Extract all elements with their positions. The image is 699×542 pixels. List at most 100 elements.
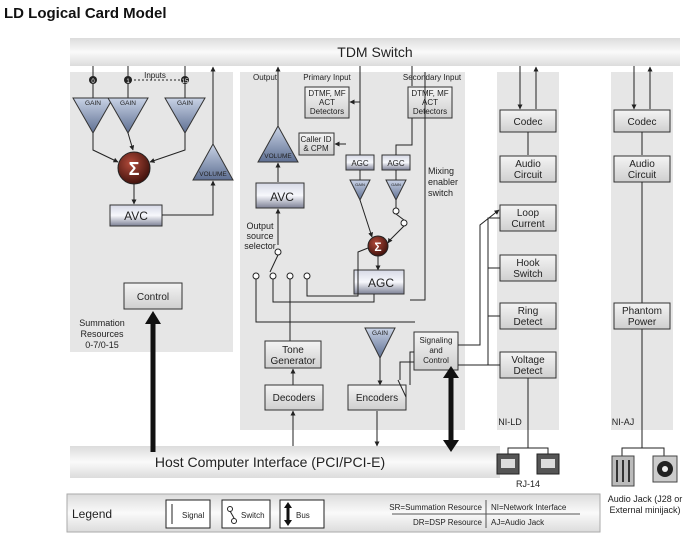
summation-resources-line2: Resources: [80, 329, 124, 339]
signaling-line3: Control: [423, 356, 449, 365]
avc-label: AVC: [270, 190, 294, 204]
volume-icon: [257, 124, 299, 163]
primary-input-label: Primary Input: [303, 73, 351, 82]
voltage-detect-line2: Detect: [514, 366, 543, 377]
input-number-0: 0: [91, 79, 95, 85]
audio-jack-line2: External minijack): [609, 505, 680, 515]
codec-label: Codec: [628, 117, 657, 128]
legend-label: Legend: [72, 507, 112, 521]
summation-section: Inputs 0 1 15 GAIN GAIN GAIN Σ AVC VOLUM…: [72, 66, 234, 452]
audio-jack-line1: Audio Jack (J28 or: [608, 494, 683, 504]
ni-aj-audio-circuit-block: [613, 155, 671, 183]
sigma-symbol: Σ: [129, 159, 140, 179]
gain-icon: [364, 327, 396, 360]
caller-id-block: [298, 132, 335, 156]
hook-switch-line1: Hook: [516, 258, 540, 269]
legend-signal: Signal: [182, 511, 204, 520]
page-title: LD Logical Card Model: [4, 5, 167, 22]
host-interface-label: Host Computer Interface (PCI/PCI-E): [155, 454, 385, 470]
volume-label: VOLUME: [199, 171, 227, 178]
dsp-agc-block: [353, 269, 405, 295]
signaling-control-block: [413, 331, 459, 371]
gain-icon: [107, 97, 149, 135]
output-selector-switch: [274, 248, 282, 256]
tdm-switch-bar: [70, 38, 680, 66]
audio-circuit-line2: Circuit: [628, 170, 657, 181]
mixing-switch: [392, 207, 400, 215]
decoders-label: Decoders: [273, 393, 316, 404]
caller-id-line2: & CPM: [303, 144, 329, 153]
summation-resources-line1: Summation: [79, 318, 125, 328]
gain-icon: [72, 97, 114, 135]
dtmf-line3: Detectors: [413, 107, 447, 116]
audio-circuit-line1: Audio: [515, 159, 541, 170]
gain-label: GAIN: [355, 182, 365, 187]
mixing-label-line3: switch: [428, 188, 453, 198]
control-label: Control: [137, 292, 169, 303]
avc-label: AVC: [124, 209, 148, 223]
legend-ni: NI=Network Interface: [491, 503, 567, 512]
phantom-power-block: [613, 302, 671, 330]
dsp-avc-block: [255, 182, 305, 209]
selector-label-line2: source: [246, 231, 273, 241]
dtmf-line2: ACT: [319, 98, 335, 107]
volume-label: VOLUME: [264, 153, 292, 160]
ni-ld-label: NI-LD: [498, 417, 522, 427]
tone-generator-line2: Generator: [270, 356, 316, 367]
summation-control-block: [123, 282, 183, 310]
secondary-dtmf-detectors-block: [407, 86, 453, 119]
ni-ld-audio-circuit-block: [499, 155, 557, 183]
gain-label: GAIN: [372, 330, 388, 337]
inputs-label: Inputs: [144, 71, 166, 80]
tone-generator-block: [264, 340, 322, 369]
encoders-label: Encoders: [356, 393, 398, 404]
ring-detect-block: [499, 302, 557, 330]
output-label: Output: [253, 73, 278, 82]
ni-aj-label: NI-AJ: [612, 417, 635, 427]
hook-switch-line2: Switch: [513, 269, 542, 280]
agc-label: AGC: [387, 159, 405, 168]
legend-sr: SR=Summation Resource: [389, 503, 482, 512]
dtmf-line1: DTMF, MF: [308, 89, 345, 98]
selector-label-line3: selector: [244, 241, 276, 251]
agc-label: AGC: [368, 276, 394, 290]
tdm-switch-label: TDM Switch: [337, 44, 412, 60]
gain-label: GAIN: [177, 100, 193, 107]
gain-label: GAIN: [120, 100, 136, 107]
agc-label: AGC: [351, 159, 369, 168]
secondary-input-label: Secondary Input: [403, 73, 462, 82]
mixing-label-line1: Mixing: [428, 166, 454, 176]
signaling-line2: and: [429, 346, 442, 355]
host-interface-bar: [70, 446, 500, 478]
codec-label: Codec: [514, 117, 543, 128]
gain-icon: [164, 97, 206, 135]
gain-label: GAIN: [85, 100, 101, 107]
sigma-symbol: Σ: [374, 240, 381, 254]
audio-circuit-line2: Circuit: [514, 170, 543, 181]
dsp-section: Output Primary Input Secondary Input DTM…: [244, 66, 462, 452]
volume-icon: [192, 142, 234, 181]
mixing-label-line2: enabler: [428, 177, 458, 187]
ring-detect-line1: Ring: [518, 306, 539, 317]
loop-current-line1: Loop: [517, 208, 540, 219]
ring-detect-line2: Detect: [514, 317, 543, 328]
summation-resources-line3: 0-7/0-15: [85, 340, 119, 350]
dtmf-line3: Detectors: [310, 107, 344, 116]
legend-switch: Switch: [241, 511, 265, 520]
voltage-detect-line1: Voltage: [511, 355, 545, 366]
tone-generator-line1: Tone: [282, 345, 304, 356]
dsp-panel: [240, 72, 465, 430]
phantom-power-line2: Power: [628, 317, 657, 328]
dtmf-line1: DTMF, MF: [411, 89, 448, 98]
audio-circuit-line1: Audio: [629, 159, 655, 170]
gain-icon: [349, 179, 371, 202]
input-number-15: 15: [182, 79, 189, 85]
gain-label: GAIN: [391, 182, 401, 187]
phantom-power-line1: Phantom: [622, 306, 662, 317]
dtmf-line2: ACT: [422, 98, 438, 107]
legend-bus: Bus: [296, 511, 310, 520]
caller-id-line1: Caller ID: [300, 135, 331, 144]
legend-dr: DR=DSP Resource: [413, 518, 483, 527]
rj14-label: RJ-14: [516, 479, 540, 489]
